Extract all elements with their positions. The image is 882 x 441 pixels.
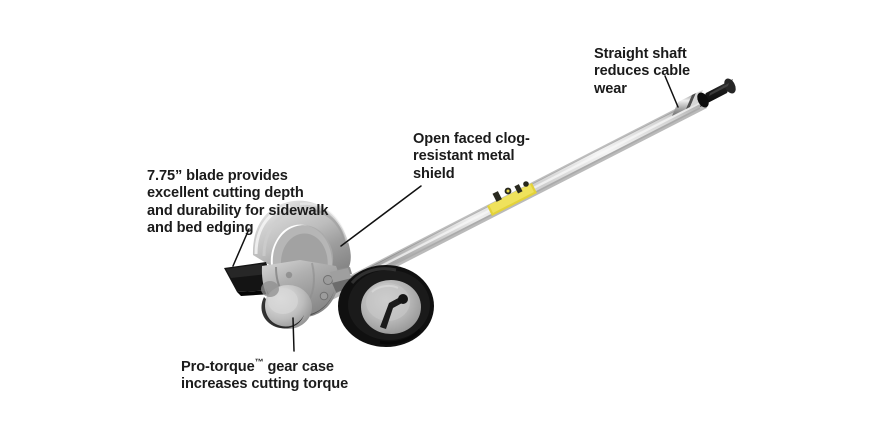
leader-line-metal-shield: [340, 185, 422, 247]
leader-line-straight-shaft: [664, 75, 679, 108]
leader-line-blade: [232, 228, 250, 267]
callout-metal-shield: Open faced clog- resistant metal shield: [413, 131, 530, 182]
shaft-end-cap: [697, 78, 736, 108]
callout-gear-case-line2: increases cutting torque: [181, 376, 349, 393]
shaft-assembly: [331, 78, 736, 300]
callout-gear-case-suffix: gear case: [263, 358, 334, 375]
callout-straight-shaft: Straight shaft reduces cable wear: [594, 46, 691, 97]
brand-pro-torque: Pro-torque: [181, 358, 255, 375]
gear-case-output-knob: [261, 281, 312, 329]
callout-blade: 7.75” blade provides excellent cutting d…: [147, 168, 329, 237]
callout-gear-case-line1: Pro-torque™ gear case: [181, 357, 334, 375]
guide-wheel: [338, 265, 434, 347]
gear-case: [261, 260, 354, 329]
leader-line-gear-case: [292, 317, 295, 352]
warning-label-decal: [487, 181, 537, 216]
trademark-symbol: ™: [254, 357, 264, 367]
leader-lines: [232, 75, 679, 352]
